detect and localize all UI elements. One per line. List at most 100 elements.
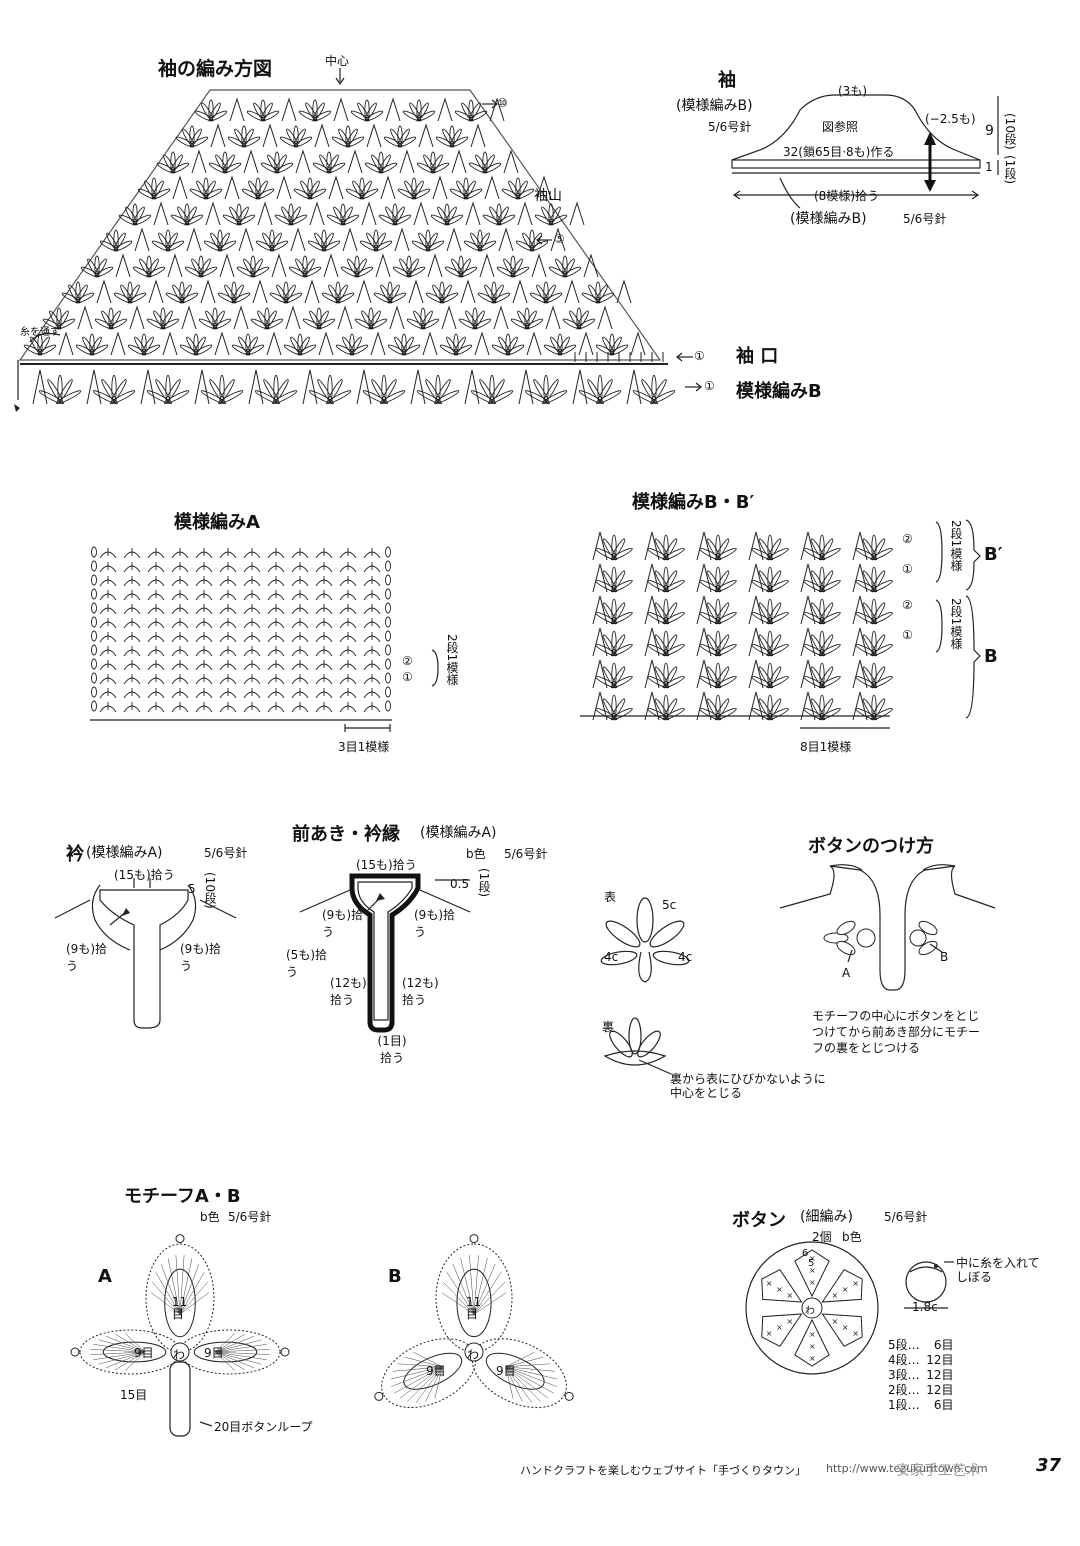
- stitch-petal: [714, 579, 737, 593]
- stitch-petal: [354, 258, 367, 277]
- stitch-petal: [327, 379, 343, 404]
- stitch-petal: [327, 374, 333, 404]
- stitch-petal: [274, 162, 294, 174]
- stitch-petal: [515, 180, 528, 199]
- stitch-petal: [212, 318, 232, 330]
- motif-a-chart: [70, 1234, 290, 1375]
- stitch-petal: [212, 310, 225, 329]
- stitch-petal: [562, 266, 582, 278]
- collar-pattern: (模様編みA): [86, 845, 163, 861]
- stitch-petal: [92, 390, 119, 405]
- stitch-v: [389, 305, 405, 330]
- stitch-petal: [302, 258, 315, 277]
- motif-spoke: [441, 1292, 475, 1315]
- stitch-petal: [75, 292, 95, 304]
- stitch-petal: [198, 258, 211, 277]
- stitch-v: [194, 369, 210, 405]
- stitch-petal: [340, 206, 353, 225]
- stitch-v: [110, 331, 126, 356]
- pattern-b-row2: ②: [902, 598, 913, 612]
- motif-spoke: [179, 1272, 205, 1315]
- stitch-petal: [425, 232, 438, 251]
- stitch-petal: [203, 188, 223, 200]
- stitch-v: [592, 627, 608, 657]
- stitch-petal: [406, 258, 419, 277]
- button-title: ボタン: [732, 1210, 786, 1231]
- stitch-petal: [193, 344, 213, 356]
- motif-spoke: [214, 1333, 245, 1353]
- motif-spoke: [93, 1343, 146, 1353]
- stitch-v: [394, 227, 410, 252]
- stitch-petal: [766, 579, 789, 593]
- stitch-petal: [392, 214, 412, 226]
- front-band-right9: (9も)拾う: [414, 908, 455, 939]
- stitch-v: [86, 369, 102, 405]
- motif-spoke: [473, 1258, 488, 1315]
- stitch-petal: [364, 102, 377, 121]
- motif-diagrams: [70, 1234, 574, 1437]
- stitch-petal: [217, 390, 244, 405]
- front-band-title: 前あき・衿縁: [292, 824, 400, 845]
- stitch-petal: [308, 390, 335, 405]
- stitch-petal: [611, 538, 626, 560]
- stitch-petal: [663, 538, 678, 560]
- stitch-petal: [57, 374, 63, 404]
- edge-chain: [385, 630, 391, 642]
- stitch-petal: [444, 214, 464, 226]
- edge-chain: [385, 588, 391, 600]
- center-label: 中心: [325, 54, 350, 68]
- row-5-marker: ⑤: [554, 232, 565, 246]
- motif-a-center: わ: [173, 1348, 186, 1362]
- stitch-petal: [231, 292, 251, 304]
- collar-rows: (10段): [203, 872, 217, 909]
- stitch-petal: [89, 344, 109, 356]
- stitch-v: [243, 149, 259, 174]
- stitch-v: [356, 369, 372, 405]
- stitch-v: [422, 331, 438, 356]
- stitch-petal: [458, 266, 478, 278]
- motif-a-top-count: 11目: [172, 1295, 188, 1321]
- stitch-petal: [160, 318, 180, 330]
- stitch-v: [281, 97, 297, 122]
- sc-mark: ×: [766, 1279, 773, 1288]
- button-row-5: 5段… 6目: [888, 1338, 954, 1352]
- motif-b-chart: [374, 1234, 574, 1409]
- stitch-petal: [529, 240, 549, 252]
- motif-spoke: [150, 1292, 181, 1315]
- stitch-v: [592, 691, 608, 721]
- sleeve-pattern: (模様編みB): [676, 98, 753, 114]
- stitch-petal: [482, 154, 495, 173]
- stitch-petal: [113, 232, 126, 251]
- stitch-v: [328, 175, 344, 200]
- button-row5: 5: [808, 1258, 815, 1269]
- stitch-petal: [870, 611, 893, 625]
- stitch-v: [545, 305, 561, 330]
- front-band-right12: (12も)拾う: [402, 976, 439, 1007]
- footer-url[interactable]: http://www.tezukuritown.com: [826, 1462, 988, 1475]
- stitch-petal: [312, 110, 332, 122]
- stitch-petal: [397, 128, 410, 147]
- sc-mark: ×: [776, 1285, 783, 1294]
- stitch-v: [115, 253, 131, 278]
- stitch-v: [748, 659, 764, 689]
- stitch-petal: [236, 206, 249, 225]
- stitch-petal: [651, 379, 667, 404]
- edge-chain: [385, 686, 391, 698]
- back-note: 裏から表にひびかないように中心をとじる: [670, 1072, 826, 1100]
- stitch-v: [696, 531, 712, 561]
- stitch-v: [413, 201, 429, 226]
- motif-spoke: [105, 1351, 146, 1368]
- pattern-a-stitches: [91, 546, 391, 713]
- stitch-v: [470, 123, 486, 148]
- stitch-petal: [529, 232, 542, 251]
- cuff-height-rows: (1段): [1003, 155, 1017, 184]
- stitch-petal: [610, 579, 633, 593]
- edge-chain: [385, 546, 391, 558]
- stitch-v: [644, 595, 660, 625]
- motif-b-left-count: 9目: [426, 1364, 446, 1378]
- stitch-petal: [487, 390, 514, 405]
- stitch-petal: [662, 579, 685, 593]
- stitch-petal: [326, 154, 339, 173]
- motif-spoke: [505, 1356, 544, 1368]
- stitch-petal: [715, 602, 730, 624]
